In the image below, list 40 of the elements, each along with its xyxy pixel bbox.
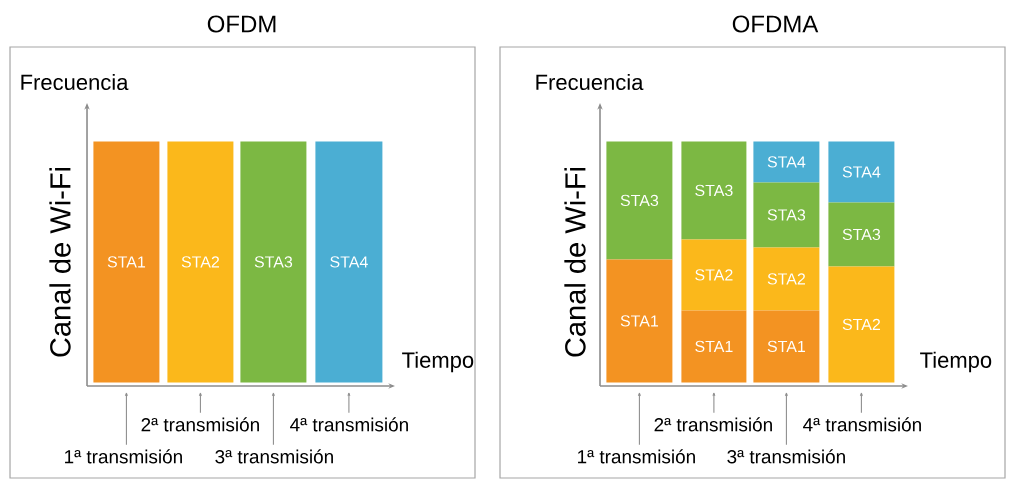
station-block: STA1	[606, 259, 673, 383]
station-block: STA3	[828, 202, 895, 267]
axis-label: Frecuencia	[536, 73, 644, 91]
station-block: STA3	[606, 141, 673, 260]
pointer-arrow	[198, 392, 202, 414]
transmission-label: 1ª transmisión	[65, 449, 182, 464]
transmission-label: 3ª transmisión	[215, 449, 333, 464]
station-block: STA3	[681, 141, 747, 240]
pointer-arrow	[124, 392, 128, 446]
station-block: STA2	[167, 141, 234, 383]
station-block: STA2	[681, 239, 747, 311]
pointer-arrow	[712, 392, 716, 414]
pointer-arrow	[637, 392, 641, 446]
axis-label: Tiempo	[920, 351, 992, 373]
station-block: STA2	[828, 266, 895, 383]
pointer-arrow	[347, 392, 351, 414]
transmission-label: 2ª transmisión	[141, 417, 259, 432]
axis-label: Canal de Wi-Fi	[564, 167, 586, 357]
transmission-label: 4ª transmisión	[803, 417, 921, 432]
station-block: STA1	[93, 141, 160, 383]
station-block: STA1	[681, 310, 747, 383]
transmission-label: 4ª transmisión	[290, 417, 408, 432]
transmission-label: 1ª transmisión	[578, 449, 695, 464]
pointer-arrow	[784, 392, 788, 446]
transmission-label: 3ª transmisión	[727, 449, 845, 464]
station-block: STA3	[753, 182, 820, 248]
station-block: STA4	[315, 141, 383, 383]
axis-label: Tiempo	[402, 351, 474, 373]
station-block: STA1	[753, 310, 820, 383]
panel-title: OFDM	[207, 15, 276, 33]
station-block: STA4	[753, 141, 820, 183]
station-block: STA2	[753, 247, 820, 311]
axis-label: Frecuencia	[21, 73, 129, 91]
panel-title: OFDMA	[732, 15, 819, 33]
station-block: STA3	[240, 141, 307, 383]
axis-label: Canal de Wi-Fi	[49, 167, 71, 357]
pointer-arrow	[859, 392, 863, 414]
station-block: STA4	[828, 141, 895, 203]
pointer-arrow	[271, 392, 275, 446]
transmission-label: 2ª transmisión	[654, 417, 772, 432]
